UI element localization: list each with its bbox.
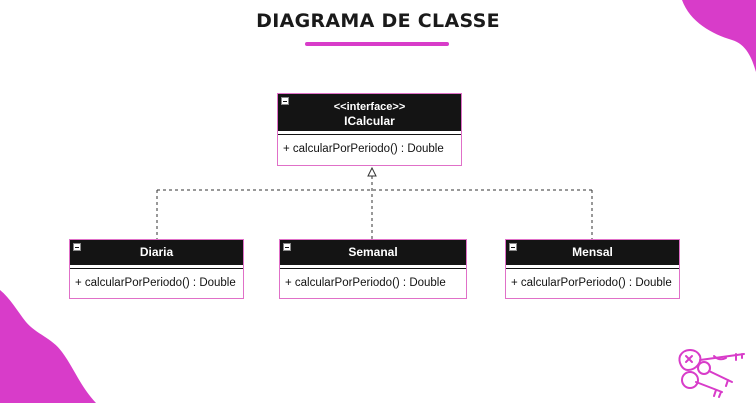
class-header: Diaria bbox=[70, 240, 243, 265]
compartment-divider bbox=[280, 265, 466, 269]
top-right-blob bbox=[682, 0, 756, 72]
title-underline bbox=[305, 42, 449, 46]
class-name: Semanal bbox=[348, 245, 398, 259]
class-box-mensal[interactable]: Mensal + calcularPorPeriodo() : Double bbox=[505, 239, 680, 299]
class-header: Semanal bbox=[280, 240, 466, 265]
compartment-divider bbox=[70, 265, 243, 269]
interface-box-icalcular[interactable]: <<interface>> ICalcular + calcularPorPer… bbox=[277, 93, 462, 166]
interface-header: <<interface>> ICalcular bbox=[278, 94, 461, 131]
interface-method: + calcularPorPeriodo() : Double bbox=[283, 143, 444, 155]
class-header: Mensal bbox=[506, 240, 679, 265]
compartment-divider bbox=[278, 131, 461, 135]
collapse-icon[interactable] bbox=[73, 243, 81, 251]
class-box-diaria[interactable]: Diaria + calcularPorPeriodo() : Double bbox=[69, 239, 244, 299]
realization-arrowhead bbox=[367, 166, 377, 177]
class-method: + calcularPorPeriodo() : Double bbox=[285, 277, 446, 289]
interface-stereotype: <<interface>> bbox=[333, 101, 406, 113]
class-name: Diaria bbox=[139, 245, 174, 259]
keys-icon bbox=[678, 349, 745, 398]
bottom-left-blob bbox=[0, 290, 96, 403]
class-method: + calcularPorPeriodo() : Double bbox=[75, 277, 236, 289]
collapse-icon[interactable] bbox=[509, 243, 517, 251]
class-name: Mensal bbox=[572, 245, 613, 259]
class-method: + calcularPorPeriodo() : Double bbox=[511, 277, 672, 289]
collapse-icon[interactable] bbox=[281, 97, 289, 105]
collapse-icon[interactable] bbox=[283, 243, 291, 251]
page-title: DIAGRAMA DE CLASSE bbox=[256, 10, 500, 32]
compartment-divider bbox=[506, 265, 679, 269]
interface-name: ICalcular bbox=[344, 114, 395, 128]
class-box-semanal[interactable]: Semanal + calcularPorPeriodo() : Double bbox=[279, 239, 467, 299]
